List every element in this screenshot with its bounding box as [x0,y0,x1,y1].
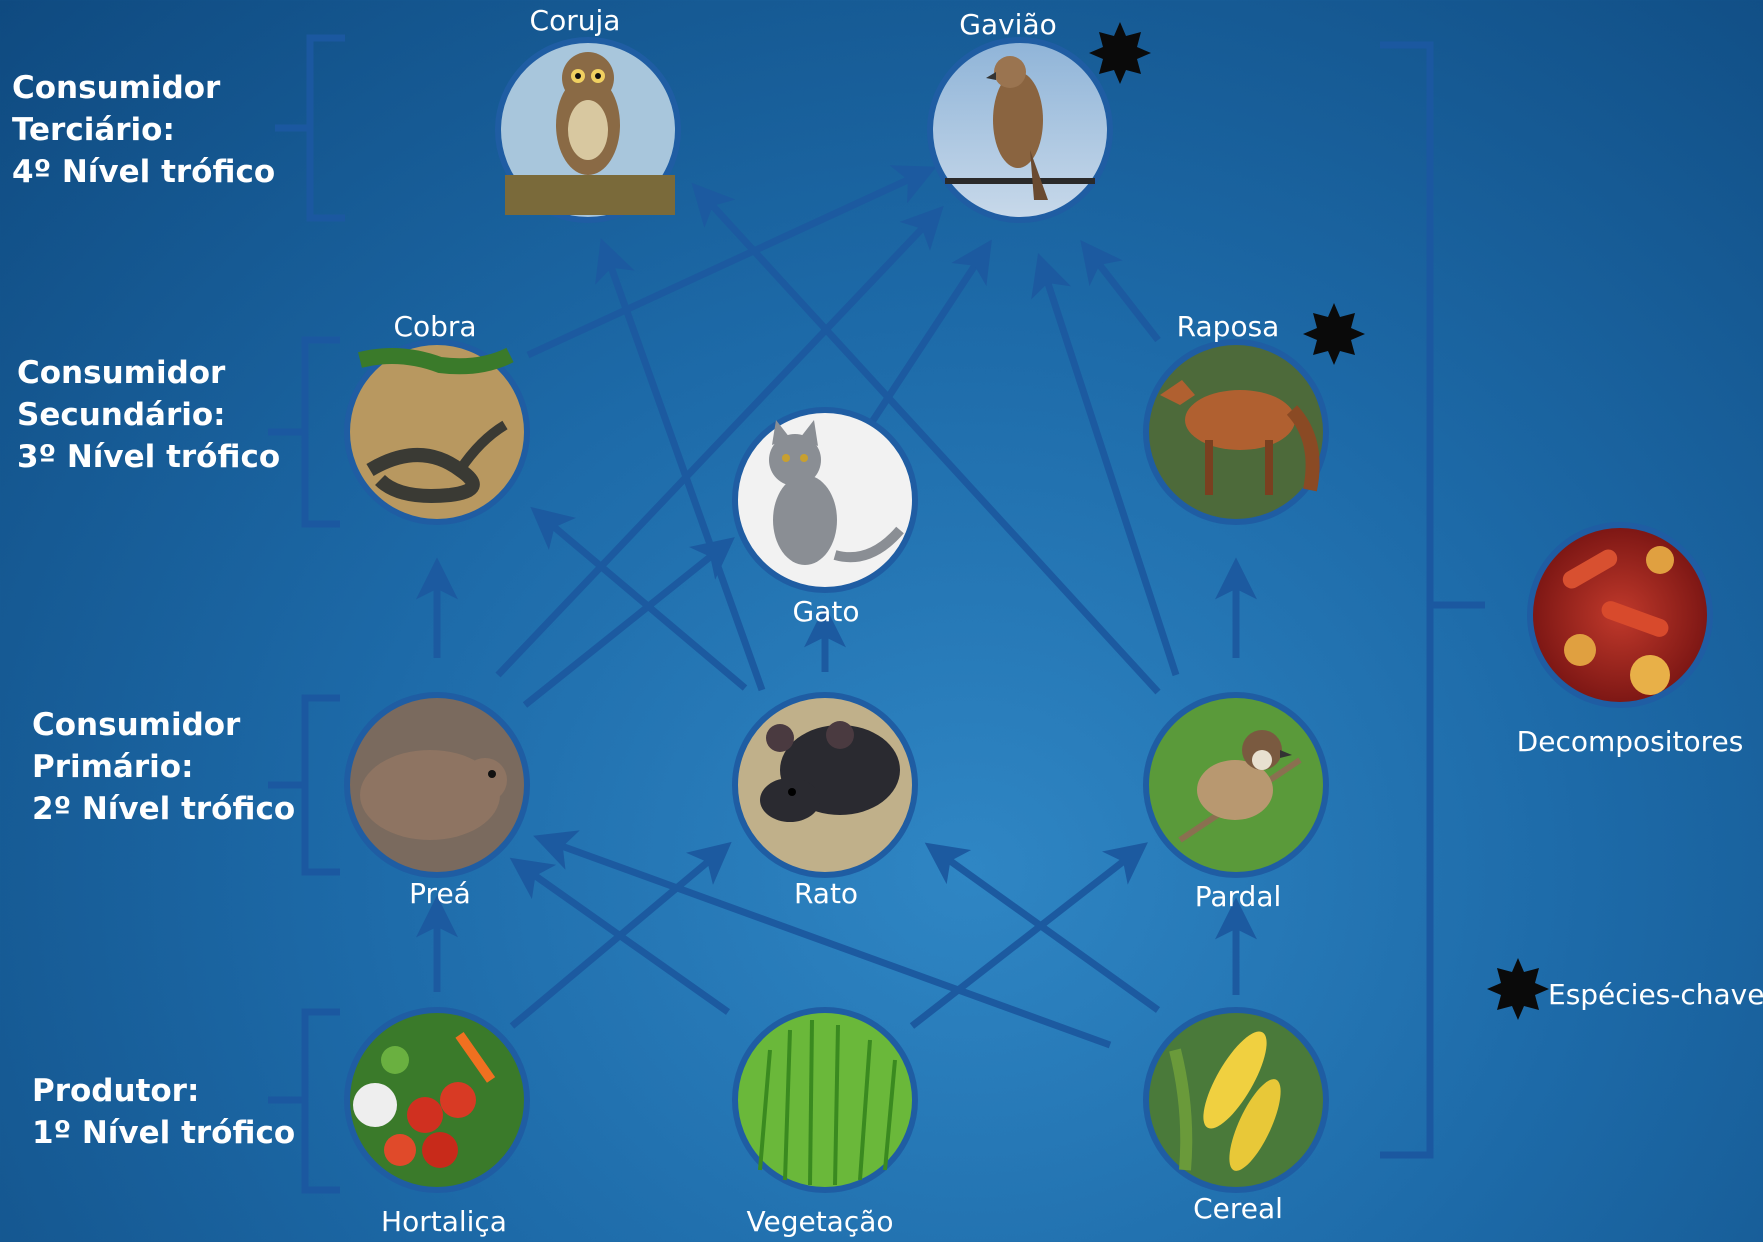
node-hortalica [344,1007,530,1193]
star-icon [1487,958,1549,1020]
arrow-hortalica-rato [509,841,732,1029]
node-raposa [1143,339,1329,525]
node-decompositores [1527,522,1713,708]
node-cobra [344,339,530,525]
star-icon [1303,303,1365,365]
level-secondary-label: Consumidor Secundário: 3º Nível trófico [17,355,281,475]
level-primary-label: Consumidor Primário: 2º Nível trófico [32,707,296,827]
node-pardal [1143,692,1329,878]
node-prea [344,692,530,878]
label-decompositores: Decompositores [1516,725,1744,758]
hawk-icon [945,56,1095,200]
arrow-pardal-gaviao [1031,253,1180,677]
arrow-cereal-prea [533,830,1112,1049]
bracket-decomposer [1380,41,1485,1159]
label-gato: Gato [792,595,860,628]
arrow-prea-gato [522,537,735,708]
label-gaviao: Gavião [959,8,1057,41]
arrow-rato-coruja [595,238,766,692]
food-web-arrows [416,165,1257,1049]
rat-icon [760,721,900,822]
arrow-cereal-rato [924,842,1161,1013]
arrow-pardal-coruja [691,182,1161,695]
keystone-stars [1089,22,1549,1020]
label-hortalica: Hortaliça [381,1205,507,1238]
label-prea: Preá [409,877,471,910]
legend-keystone-label: Espécies-chave [1548,978,1763,1011]
arrow-raposa-gaviao [1080,240,1161,343]
level-brackets [268,34,1485,1194]
bracket-primary [268,694,340,876]
node-gaviao [927,37,1113,223]
bracket-tertiary [275,34,345,222]
corn-icon [1169,1031,1281,1171]
sparrow-icon [1178,730,1302,843]
bacteria-icon [1562,546,1674,695]
bracket-producer [268,1008,340,1194]
label-pardal: Pardal [1194,880,1282,913]
grass-icon [758,1019,897,1186]
node-vegetacao [732,1007,918,1193]
bracket-secondary [268,336,340,528]
star-icon [1089,22,1151,84]
arrow-cobra-gaviao [526,165,937,359]
vegetables-icon [353,1032,496,1168]
label-coruja: Coruja [529,4,621,37]
label-raposa: Raposa [1176,310,1280,343]
arrow-vegetacao-pardal [909,842,1148,1029]
node-rato [732,692,918,878]
cat-icon [769,420,904,565]
owl-icon [505,52,675,215]
snake-icon [358,347,514,503]
cavy-icon [360,750,507,840]
level-tertiary-label: Consumidor Terciário: 4º Nível trófico [12,70,276,190]
label-rato: Rato [793,877,859,910]
label-cereal: Cereal [1193,1192,1283,1225]
label-cobra: Cobra [393,310,477,343]
level-producer-label: Produtor: 1º Nível trófico [32,1073,296,1151]
arrow-vegetacao-prea [509,857,731,1015]
label-vegetacao: Vegetação [746,1205,894,1238]
fox-icon [1160,380,1320,495]
node-coruja [495,37,681,223]
node-cereal [1143,1007,1329,1193]
node-gato [732,407,918,593]
arrow-rato-cobra [530,506,748,691]
arrow-prea-gaviao [495,205,944,678]
